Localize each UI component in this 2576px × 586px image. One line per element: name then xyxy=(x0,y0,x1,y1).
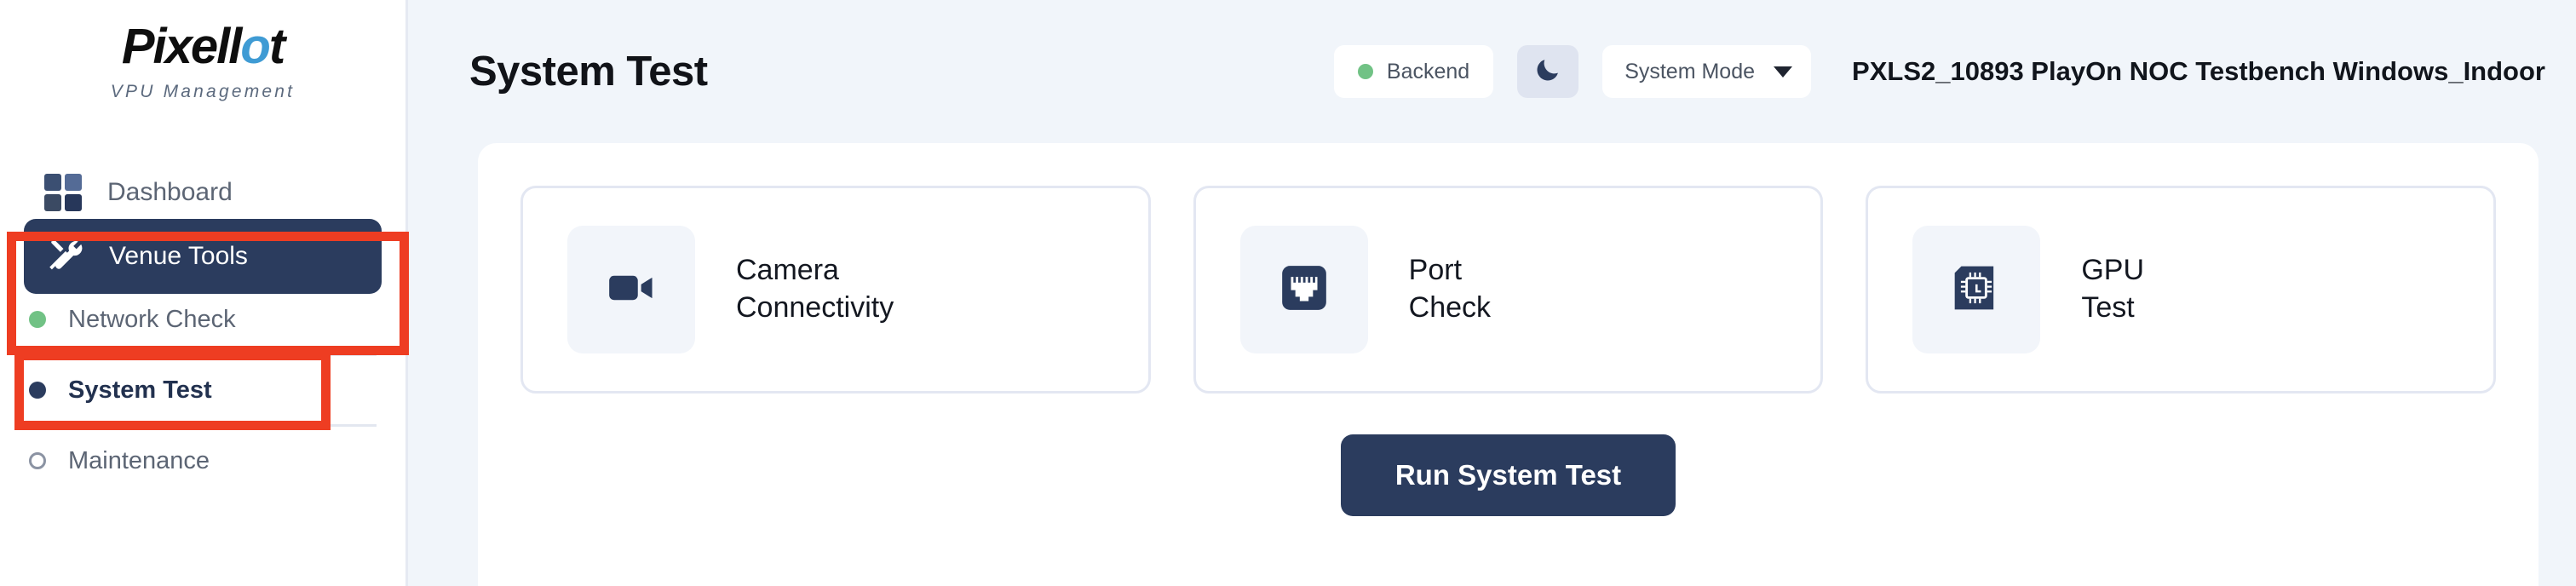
camera-icon-box xyxy=(567,226,695,353)
test-card-camera-connectivity[interactable]: Camera Connectivity xyxy=(520,186,1151,394)
sidebar-item-dashboard[interactable]: Dashboard xyxy=(0,166,405,219)
grid-icon xyxy=(44,174,82,211)
system-mode-select[interactable]: System Mode xyxy=(1602,45,1812,98)
sidebar-item-system-test[interactable]: System Test xyxy=(0,365,405,416)
backend-status-label: Backend xyxy=(1386,59,1470,83)
sidebar-nav: Dashboard Venue Tools Network Check xyxy=(0,166,405,486)
backend-status-dot xyxy=(1357,64,1373,79)
test-card-gpu-test-label: GPU Test xyxy=(2081,254,2145,324)
sidebar-item-venue-tools-label: Venue Tools xyxy=(109,242,248,270)
test-card-camera-connectivity-label: Camera Connectivity xyxy=(736,254,894,324)
test-cards-row: Camera Connectivity xyxy=(478,143,2539,394)
chip-icon-box xyxy=(1912,226,2041,353)
dark-mode-toggle-button[interactable] xyxy=(1517,45,1579,98)
sidebar-item-maintenance-label: Maintenance xyxy=(68,446,210,474)
sidebar-item-maintenance[interactable]: Maintenance xyxy=(0,435,405,486)
moon-icon xyxy=(1533,55,1562,89)
header-controls: Backend System Mode PXLS2_10893 PlayOn N… xyxy=(1333,45,2545,98)
chevron-down-icon xyxy=(1774,66,1793,78)
sidebar-divider-1 xyxy=(29,353,377,356)
brand-name-o: o xyxy=(240,19,270,74)
brand-name-part1: Pixell xyxy=(121,19,243,74)
ethernet-port-icon xyxy=(1278,261,1331,319)
chip-icon xyxy=(1950,261,2003,319)
test-card-port-check-label: Port Check xyxy=(1408,254,1492,324)
sidebar-divider-2 xyxy=(29,424,377,427)
status-dot-navy xyxy=(29,382,46,399)
sidebar-item-network-check-label: Network Check xyxy=(68,305,236,333)
brand-wordmark: Pixellot xyxy=(121,19,285,74)
device-name: PXLS2_10893 PlayOn NOC Testbench Windows… xyxy=(1852,56,2545,86)
status-dot-green xyxy=(29,311,46,328)
system-mode-select-value: System Mode xyxy=(1624,59,1756,83)
run-button-row: Run System Test xyxy=(478,394,2539,516)
ethernet-port-icon-box xyxy=(1239,226,1368,353)
camera-icon xyxy=(605,261,658,319)
main-content: System Test Backend System Mode xyxy=(408,0,2576,586)
tools-icon xyxy=(46,237,85,276)
run-system-test-button[interactable]: Run System Test xyxy=(1340,434,1676,516)
sidebar-item-system-test-label: System Test xyxy=(68,376,212,404)
brand-subtitle: VPU Management xyxy=(110,82,296,101)
test-card-gpu-test[interactable]: GPU Test xyxy=(1866,186,2497,394)
sidebar-item-venue-tools[interactable]: Venue Tools xyxy=(24,219,382,294)
system-test-panel: Camera Connectivity xyxy=(478,143,2539,586)
test-card-port-check[interactable]: Port Check xyxy=(1193,186,1824,394)
sidebar: Pixellot VPU Management Dashboard Venue … xyxy=(0,0,409,586)
page-header: System Test Backend System Mode xyxy=(408,0,2576,143)
sidebar-item-network-check[interactable]: Network Check xyxy=(0,294,405,345)
backend-status-badge[interactable]: Backend xyxy=(1333,45,1494,98)
brand-logo[interactable]: Pixellot VPU Management xyxy=(0,0,405,166)
status-dot-hollow xyxy=(29,452,46,469)
sidebar-item-dashboard-label: Dashboard xyxy=(107,178,233,206)
brand-name-part2: t xyxy=(268,19,285,74)
page-title: System Test xyxy=(469,49,708,95)
